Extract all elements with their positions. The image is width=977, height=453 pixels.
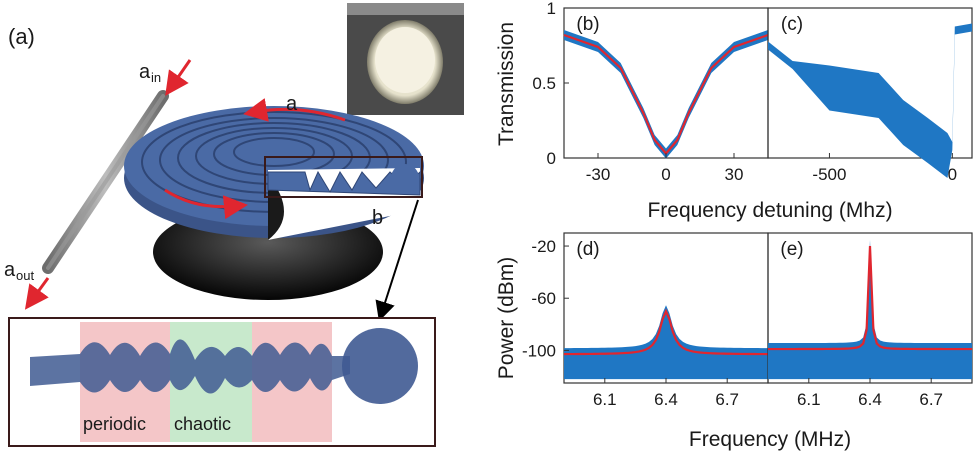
- xtick-label-d-1: 6.4: [654, 390, 678, 409]
- xtick-label-e-1: 6.4: [858, 390, 882, 409]
- ytick-label-b-1: 0.5: [532, 74, 556, 93]
- ytick-label-d-1: -60: [531, 289, 556, 308]
- label-a-out-sub: out: [16, 268, 34, 283]
- region-chaotic-label: chaotic: [174, 414, 231, 434]
- charts-group: (b) -30 0 30 0 0.5 1 (c) -500 0 (d) 6.1 6.4 6.7 -20 -60…: [522, 0, 973, 409]
- ytick-label-d-2: -100: [522, 341, 556, 360]
- xtick-label-c-1: 0: [948, 165, 957, 184]
- circulation-arrow-top: [243, 98, 346, 122]
- xtick-label-b-0: -30: [586, 165, 611, 184]
- power-axis-label: Power (dBm): [495, 257, 518, 380]
- xtick-label-e-0: 6.1: [797, 390, 821, 409]
- zoom-box: [264, 156, 423, 198]
- ytick-label-b-2: 1: [547, 0, 556, 18]
- label-a: a: [286, 93, 298, 115]
- inset-photo: [347, 3, 464, 115]
- ytick-label-d-0: -20: [531, 237, 556, 256]
- frequency-detuning-axis-label: Frequency detuning (Mhz): [647, 199, 892, 222]
- zoom-pointer: [375, 199, 419, 322]
- data-band-e: [768, 240, 972, 380]
- data-band-c: [768, 23, 972, 178]
- input-arrow: [165, 59, 192, 96]
- panel-label-b: (b): [576, 14, 599, 35]
- panel-label-e: (e): [780, 239, 803, 260]
- cross-section-inset: periodic chaotic: [8, 317, 436, 447]
- panel-label-c: (c): [781, 14, 803, 35]
- label-a-out: a: [4, 259, 16, 281]
- transmission-axis-label: Transmission: [495, 22, 518, 146]
- panel-a-label: (a): [8, 24, 35, 49]
- xtick-label-e-2: 6.7: [919, 390, 943, 409]
- xtick-label-d-0: 6.1: [593, 390, 617, 409]
- frequency-axis-label: Frequency (MHz): [689, 428, 851, 451]
- data-band-d: [564, 305, 768, 380]
- xtick-label-d-2: 6.7: [715, 390, 739, 409]
- label-a-in: a: [139, 61, 151, 83]
- panel-label-d: (d): [576, 239, 599, 260]
- label-b: b: [372, 207, 383, 229]
- region-periodic-label: periodic: [83, 414, 146, 434]
- xtick-label-c-0: -500: [812, 165, 846, 184]
- xtick-label-b-2: 30: [725, 165, 744, 184]
- ytick-label-b-0: 0: [547, 149, 556, 168]
- fiber-taper: [42, 90, 169, 274]
- axes-frame-c: [767, 7, 973, 159]
- label-a-in-sub: in: [151, 70, 161, 85]
- output-arrow: [24, 277, 50, 310]
- xtick-label-b-1: 0: [661, 165, 670, 184]
- fit-curve-b: [563, 33, 769, 156]
- circulation-arrow-bottom: [164, 188, 248, 220]
- data-band-b: [564, 30, 768, 159]
- fit-curve-e: [767, 245, 973, 351]
- fit-curve-d: [563, 308, 769, 356]
